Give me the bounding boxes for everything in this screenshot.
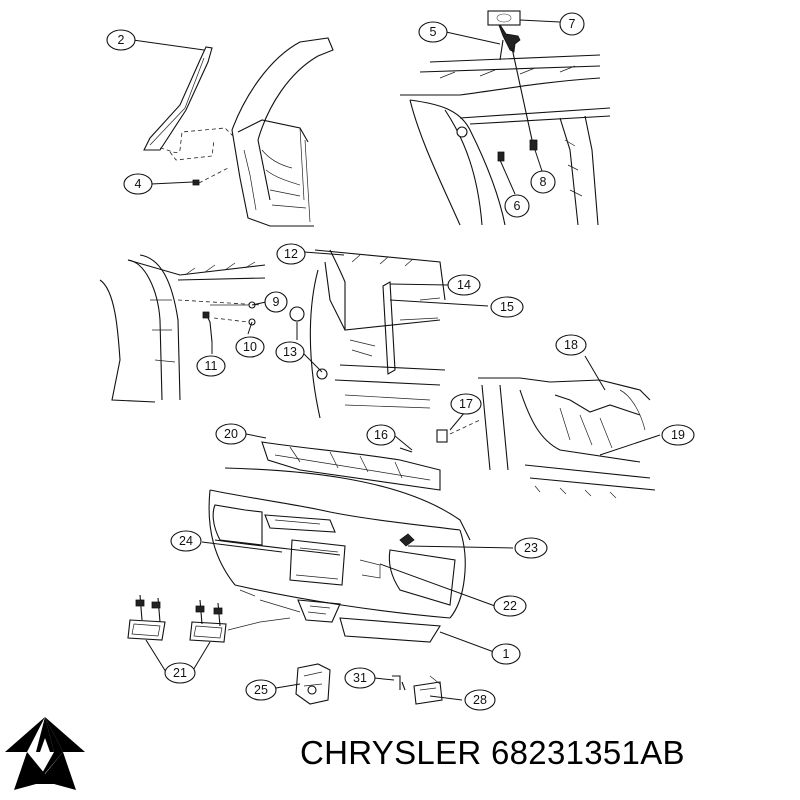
part-number: 68231351AB	[490, 734, 685, 771]
part-caption: CHRYSLER 68231351AB	[300, 734, 685, 772]
callout-number: 18	[564, 338, 578, 352]
callout-8: 8	[530, 170, 556, 194]
callout-number: 19	[671, 428, 685, 442]
callout-number: 22	[503, 599, 517, 613]
callout-24: 24	[170, 530, 202, 552]
callout-number: 6	[514, 199, 521, 213]
callout-18: 18	[555, 334, 587, 356]
callout-14: 14	[447, 274, 481, 296]
callout-number: 24	[179, 534, 193, 548]
callout-number: 1	[503, 647, 510, 661]
callout-number: 15	[500, 300, 514, 314]
leader-lines	[132, 19, 661, 701]
callout-4: 4	[123, 173, 153, 195]
callout-6: 6	[504, 194, 530, 218]
callout-number: 9	[273, 295, 280, 309]
callout-20: 20	[215, 423, 247, 445]
callout-23: 23	[514, 537, 548, 559]
latch-and-bracket	[295, 663, 443, 705]
callout-17: 17	[450, 393, 482, 415]
callout-25: 25	[245, 679, 277, 701]
callout-number: 10	[243, 340, 257, 354]
callout-number: 8	[540, 175, 547, 189]
interior-pillar-panel	[99, 254, 266, 403]
callout-1: 1	[491, 643, 521, 665]
callout-31: 31	[344, 667, 376, 689]
callout-16: 16	[366, 424, 396, 446]
d-pillar-panel	[143, 37, 334, 227]
callout-15: 15	[490, 296, 524, 318]
callout-number: 5	[430, 25, 437, 39]
callout-number: 13	[283, 345, 297, 359]
liftgate-handles	[127, 594, 291, 643]
roof-opening-panel	[400, 10, 611, 226]
callout-number: 4	[135, 177, 142, 191]
callout-number: 25	[254, 683, 268, 697]
brand-name: CHRYSLER	[300, 734, 482, 771]
callout-number: 11	[205, 359, 218, 373]
callout-13: 13	[275, 341, 305, 363]
callout-number: 20	[224, 427, 238, 441]
rear-floor-panel	[399, 377, 656, 499]
callout-number: 17	[459, 397, 473, 411]
liftgate-opening-panel	[289, 249, 446, 419]
callout-19: 19	[661, 424, 695, 446]
callout-2: 2	[106, 29, 136, 51]
callout-number: 21	[173, 666, 187, 680]
callout-5: 5	[418, 21, 448, 43]
callout-11: 11	[196, 355, 226, 377]
callout-number: 31	[353, 671, 367, 685]
callout-21: 21	[164, 662, 196, 684]
callout-number: 12	[284, 247, 298, 261]
callout-22: 22	[493, 595, 527, 617]
callout-28: 28	[464, 689, 496, 711]
callout-9: 9	[264, 291, 288, 313]
callout-number: 2	[118, 33, 125, 47]
callout-number: 28	[473, 693, 487, 707]
callout-7: 7	[559, 12, 585, 36]
callout-number: 23	[524, 541, 538, 555]
rear-fascia-assembly	[208, 441, 471, 643]
callout-number: 7	[569, 17, 576, 31]
callout-number: 14	[457, 278, 471, 292]
callout-number: 16	[374, 428, 388, 442]
callout-10: 10	[235, 336, 265, 358]
callout-12: 12	[276, 243, 306, 265]
chrysler-pentastar-icon	[5, 717, 85, 790]
